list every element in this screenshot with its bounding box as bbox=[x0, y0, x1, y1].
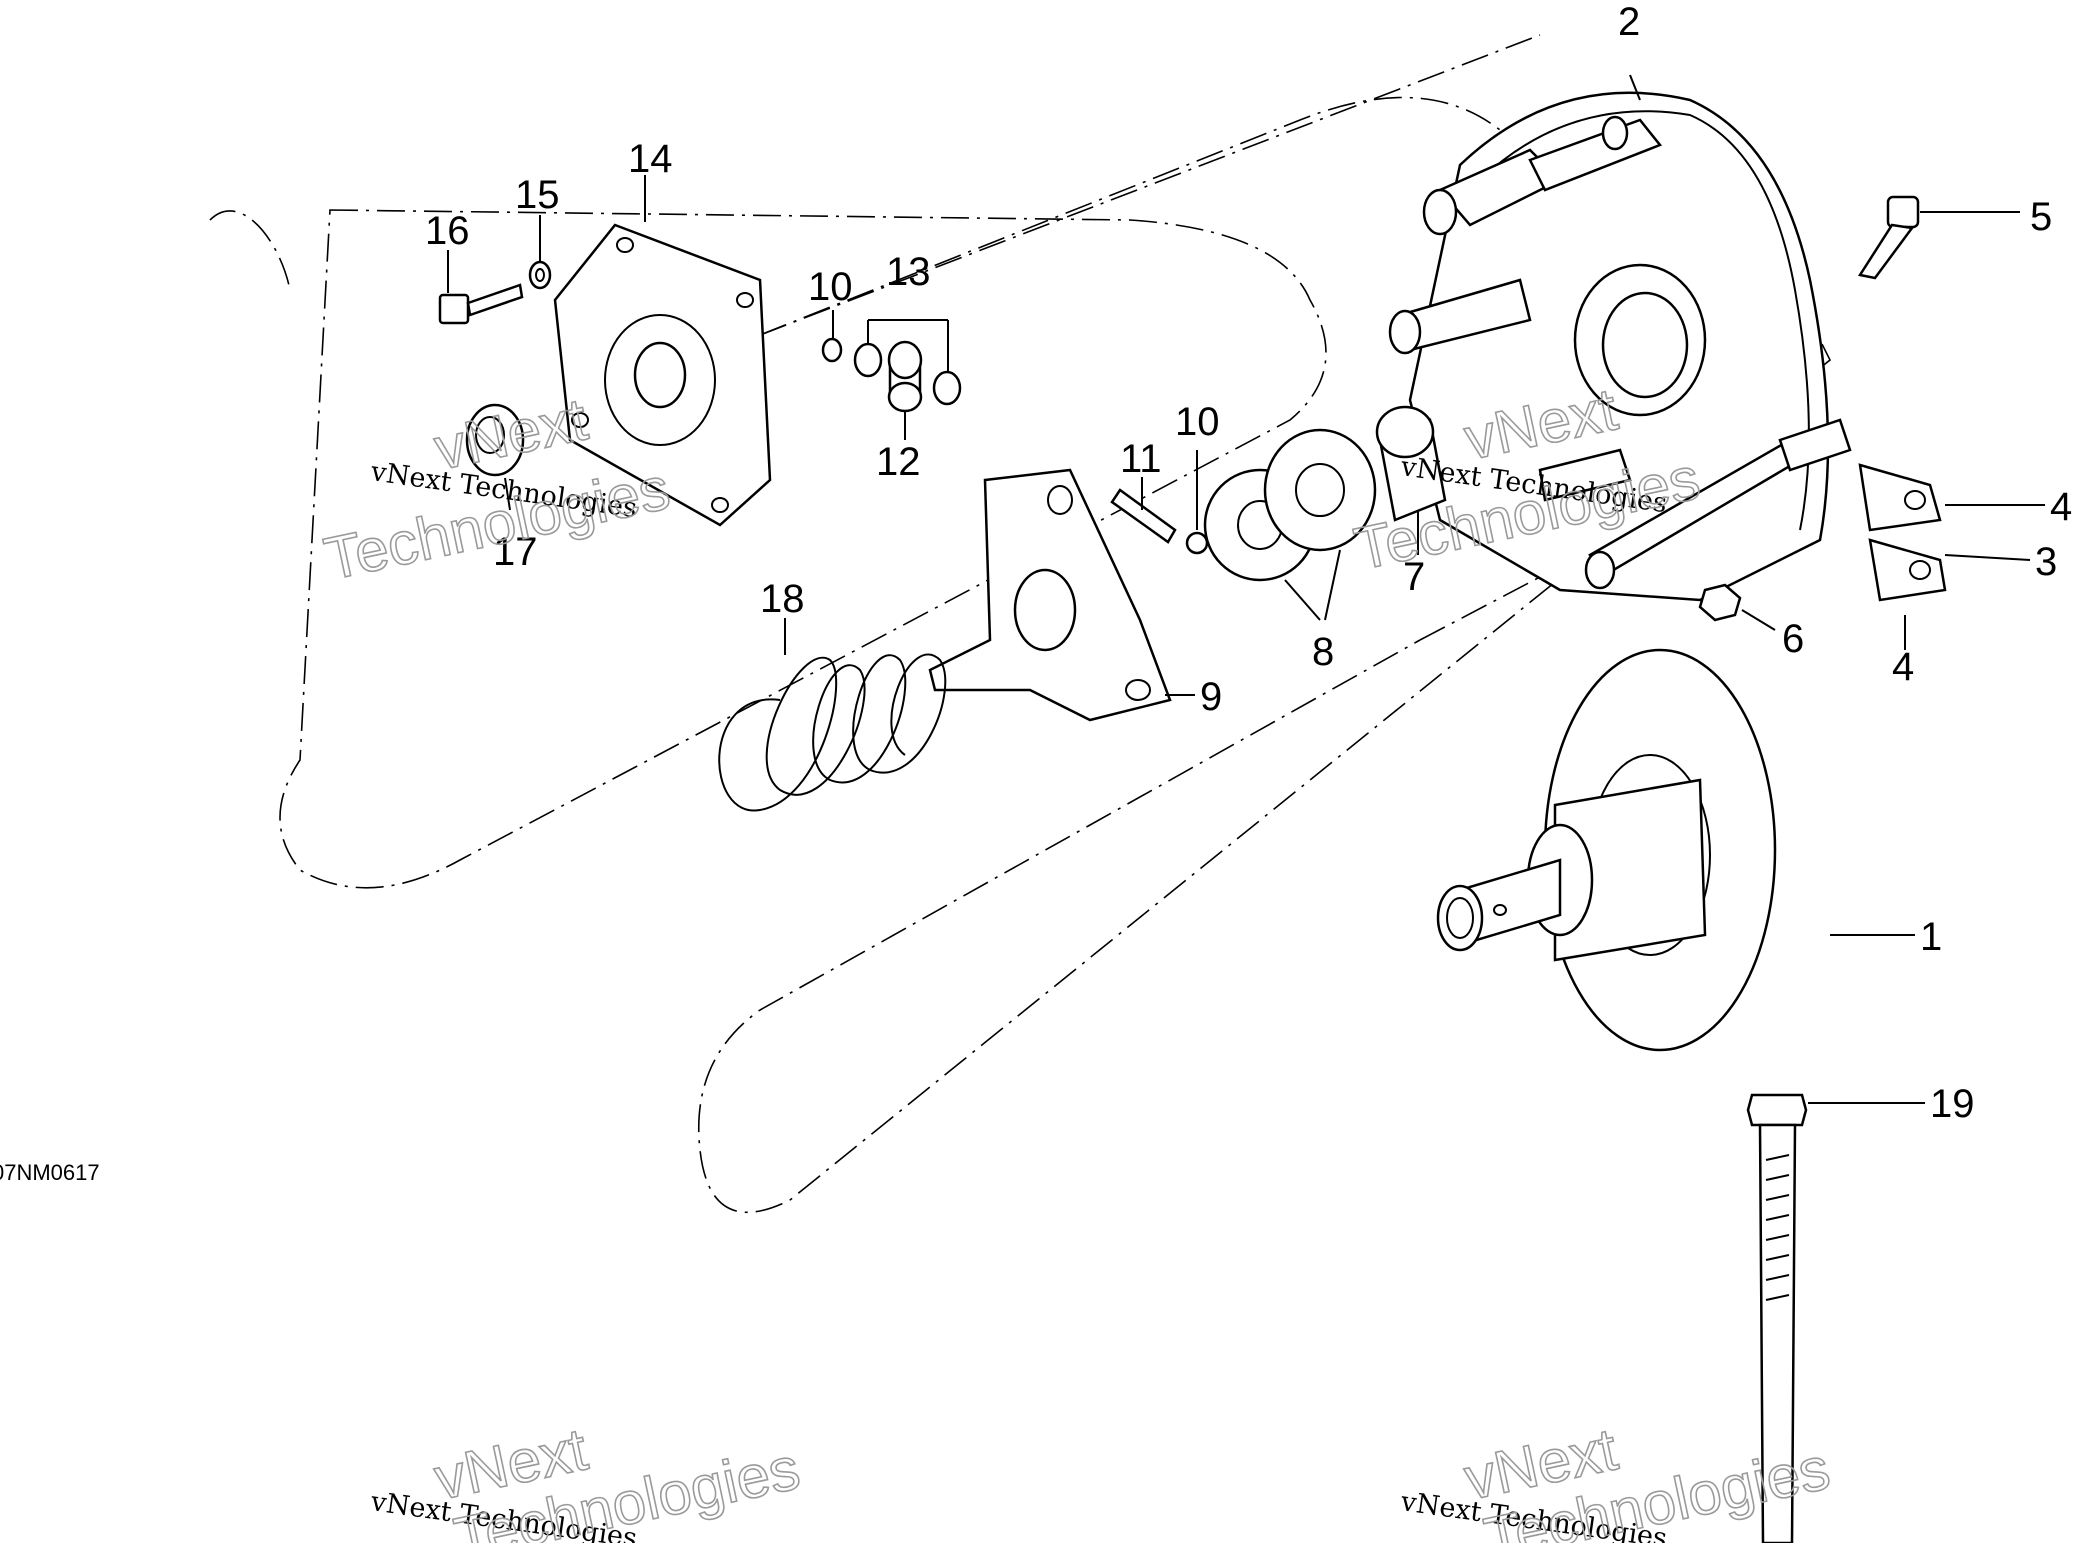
spider bbox=[928, 468, 1172, 722]
callout-10-left: 10 bbox=[808, 265, 853, 309]
callout-3: 3 bbox=[2035, 540, 2057, 584]
callout-5: 5 bbox=[2030, 195, 2052, 239]
spring bbox=[718, 653, 947, 812]
callout-12: 12 bbox=[876, 440, 921, 484]
callout-19: 19 bbox=[1930, 1082, 1975, 1126]
callout-labels: 1 2 3 4 4 5 6 7 8 9 10 10 11 12 13 14 15… bbox=[425, 0, 2072, 1126]
washers bbox=[1203, 428, 1377, 582]
bracket-screw bbox=[1857, 195, 1920, 280]
backplate-housing bbox=[1388, 91, 1852, 602]
callout-11: 11 bbox=[1120, 437, 1162, 481]
callout-17: 17 bbox=[493, 530, 538, 574]
callout-15: 15 bbox=[515, 173, 560, 217]
watermark-lower-left: vNext vNext Technologies Technologies bbox=[368, 1414, 806, 1543]
figure-code: 07NM0617 bbox=[0, 1160, 100, 1185]
fixed-sheave bbox=[1436, 648, 1777, 1052]
callout-16: 16 bbox=[425, 209, 470, 253]
callout-1: 1 bbox=[1920, 915, 1942, 959]
sleeve bbox=[1375, 405, 1447, 522]
callout-13: 13 bbox=[886, 250, 931, 294]
cover-plate bbox=[553, 223, 772, 527]
callout-10-right: 10 bbox=[1175, 400, 1220, 444]
long-bolt bbox=[1746, 1093, 1808, 1543]
bracket-assembly bbox=[1858, 463, 1947, 602]
callout-9: 9 bbox=[1200, 675, 1222, 719]
cover-screw bbox=[438, 283, 524, 325]
callout-4-upper: 4 bbox=[2050, 485, 2072, 529]
bracket-nut bbox=[1698, 583, 1742, 622]
callout-14: 14 bbox=[628, 137, 673, 181]
callout-4-lower: 4 bbox=[1892, 645, 1914, 689]
callout-8: 8 bbox=[1312, 630, 1334, 674]
callout-6: 6 bbox=[1782, 617, 1804, 661]
cover-washer bbox=[528, 260, 552, 290]
callout-2: 2 bbox=[1618, 0, 1640, 44]
pin bbox=[1110, 488, 1177, 544]
callout-18: 18 bbox=[760, 577, 805, 621]
leader-lines bbox=[447, 74, 2045, 1104]
cover-bushing bbox=[465, 403, 525, 477]
slider-set bbox=[821, 337, 962, 413]
callout-7: 7 bbox=[1403, 555, 1425, 599]
pin-ring bbox=[1185, 531, 1209, 555]
